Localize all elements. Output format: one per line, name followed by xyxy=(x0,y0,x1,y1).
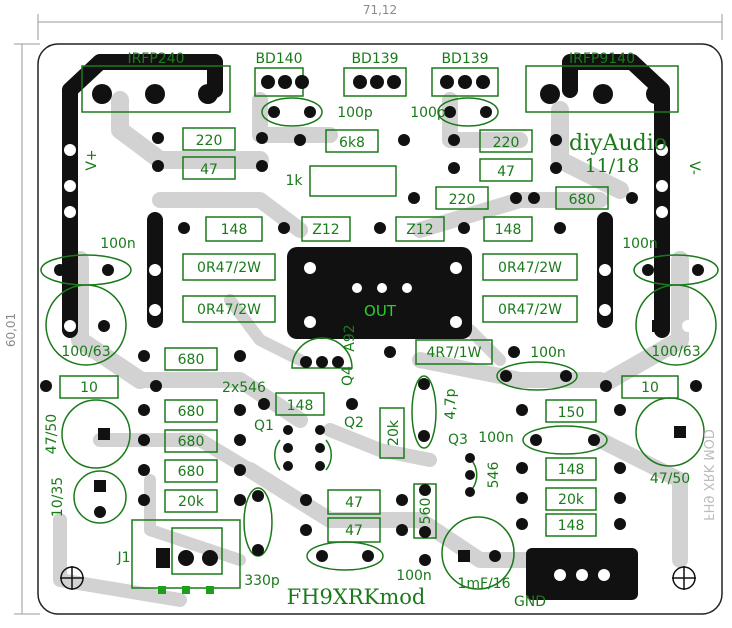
silkscreen-outlines xyxy=(40,65,719,590)
r6k8-label: 6k8 xyxy=(339,135,365,151)
r680-c-label: 680 xyxy=(178,404,205,420)
c47-50-a-label: 47/50 xyxy=(44,414,60,454)
r20k-c-label: 20k xyxy=(558,492,585,508)
r680-a-label: 680 xyxy=(569,192,596,208)
z12-a-label: Z12 xyxy=(312,222,339,238)
q3-label: Q3 xyxy=(448,432,468,448)
r680-b-label: 680 xyxy=(178,352,205,368)
mounting-holes xyxy=(60,566,696,590)
r150-label: 150 xyxy=(558,405,585,421)
d148-d-label: 148 xyxy=(558,462,585,478)
q2-label: Q2 xyxy=(344,415,364,431)
mirror-text: FH9 XRK MOD xyxy=(700,429,715,521)
r220-c-label: 220 xyxy=(449,192,476,208)
output-pad xyxy=(287,247,472,339)
irfp9140-label: IRFP9140 xyxy=(569,51,635,67)
c100n-b-label: 100n xyxy=(622,236,658,252)
bd139-b-label: BD139 xyxy=(441,51,488,67)
q3-type-label: 546 xyxy=(486,462,502,489)
r20k-a-label: 20k xyxy=(386,419,402,446)
q1-label: Q1 xyxy=(254,418,274,434)
c100p-a-label: 100p xyxy=(337,105,373,121)
dimension-lines xyxy=(14,14,723,615)
component-pads xyxy=(40,75,704,594)
a92-label: A92 xyxy=(342,324,358,351)
r10-b-label: 10 xyxy=(641,380,659,396)
c330p-label: 330p xyxy=(244,573,280,589)
r0r47-a-label: 0R47/2W xyxy=(197,260,261,276)
r47-c-label: 47 xyxy=(345,495,363,511)
bd139-a-label: BD139 xyxy=(351,51,398,67)
pair-546-label: 2x546 xyxy=(222,380,266,396)
brand-label: diyAudio xyxy=(569,131,667,156)
r0r47-b-label: 0R47/2W xyxy=(197,302,261,318)
date-label: 11/18 xyxy=(585,155,640,177)
r10-a-label: 10 xyxy=(80,380,98,396)
board-name-label: FH9XRKmod xyxy=(287,585,426,609)
r680-d-label: 680 xyxy=(178,434,205,450)
out-label: OUT xyxy=(364,302,397,320)
c100p-b-label: 100p xyxy=(410,105,446,121)
r220-b-label: 220 xyxy=(493,135,520,151)
height-dimension-label: 60,01 xyxy=(4,313,18,347)
c47-50-b-label: 47/50 xyxy=(650,471,690,487)
c100n-c-label: 100n xyxy=(530,345,566,361)
r47-a-label: 47 xyxy=(200,162,218,178)
v-plus-label: V+ xyxy=(84,149,100,170)
width-dimension-label: 71,12 xyxy=(363,3,397,17)
c10-35-label: 10/35 xyxy=(50,477,66,517)
pot-1k-label: 1k xyxy=(285,173,303,189)
bd140-label: BD140 xyxy=(255,51,302,67)
c100-63-a-label: 100/63 xyxy=(61,344,110,360)
r20k-b-label: 20k xyxy=(178,494,205,510)
d148-b-label: 148 xyxy=(495,222,522,238)
r680-e-label: 680 xyxy=(178,464,205,480)
r47-b-label: 47 xyxy=(497,164,515,180)
r560-label: 560 xyxy=(418,498,434,525)
v-minus-label: V- xyxy=(686,161,702,175)
q4-label: Q4 xyxy=(340,366,356,386)
r47-d-label: 47 xyxy=(345,523,363,539)
d148-c-label: 148 xyxy=(287,398,314,414)
c100n-a-label: 100n xyxy=(100,236,136,252)
d148-a-label: 148 xyxy=(221,222,248,238)
r0r47-d-label: 0R47/2W xyxy=(498,302,562,318)
z12-b-label: Z12 xyxy=(406,222,433,238)
c1mf-label: 1mF/16 xyxy=(457,576,510,592)
irfp240-label: IRFP240 xyxy=(127,51,184,67)
c100n-e-label: 100n xyxy=(396,568,432,584)
gnd-label: GND xyxy=(514,594,546,610)
r220-a-label: 220 xyxy=(196,133,223,149)
c4p7-label: 4,7p xyxy=(443,388,459,419)
r0r47-c-label: 0R47/2W xyxy=(498,260,562,276)
j1-label: J1 xyxy=(116,550,130,566)
c100-63-b-label: 100/63 xyxy=(651,344,700,360)
c100n-d-label: 100n xyxy=(478,430,514,446)
d148-e-label: 148 xyxy=(558,518,585,534)
r4r7-label: 4R7/1W xyxy=(426,345,481,361)
